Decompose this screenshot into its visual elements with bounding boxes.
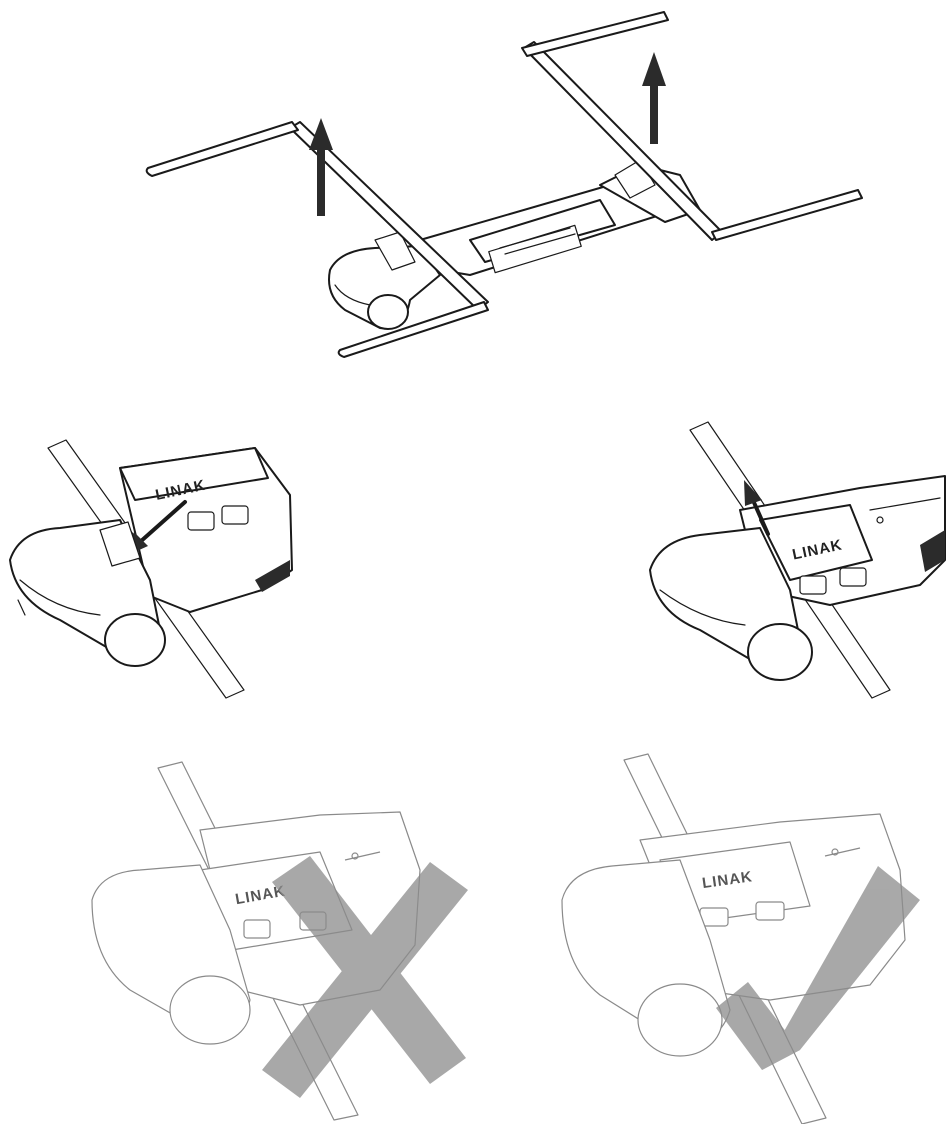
frame-assembly-illustration [145,11,863,358]
cross-mark-icon [262,856,468,1098]
check-mark-icon [716,866,920,1070]
brand-logo-correct: LINAK [701,868,754,892]
wrong-placement-illustration: LINAK [91,761,468,1121]
lock-rod-illustration: LINAK [649,421,946,699]
lift-up-arrow-right [642,52,666,144]
lift-up-arrow-left [309,118,333,216]
lock-arrow [744,480,770,536]
insert-rod-illustration: LINAK [9,439,293,699]
correct-placement-illustration: LINAK [561,753,920,1124]
